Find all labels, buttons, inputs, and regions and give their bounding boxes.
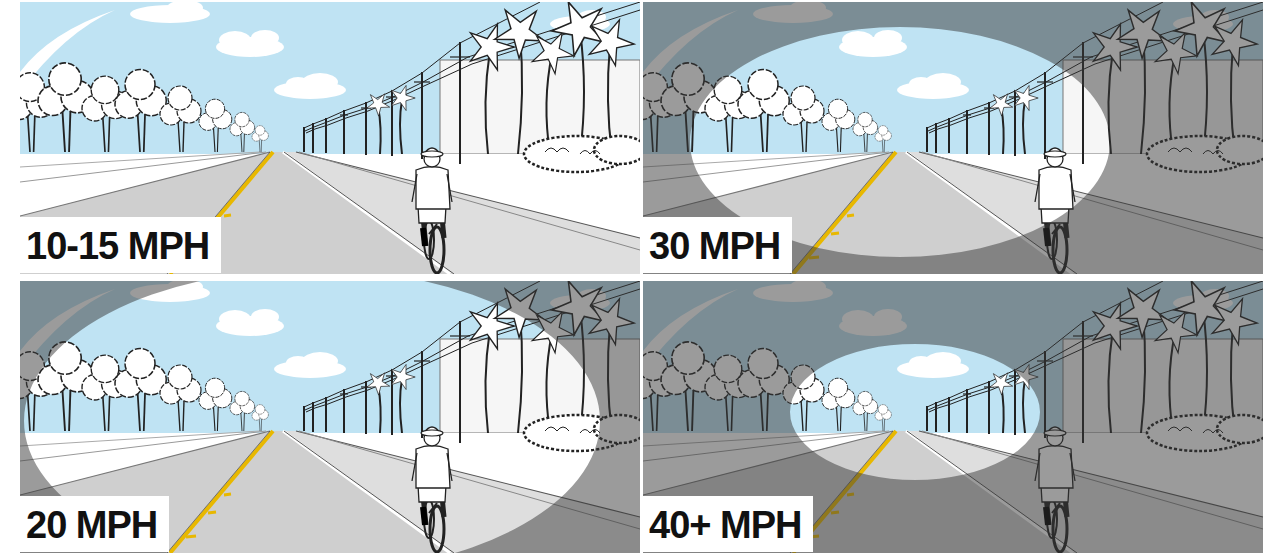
scene-panel xyxy=(20,281,640,553)
scene-panel xyxy=(643,281,1263,553)
vision-overlay xyxy=(643,2,1263,274)
speed-label: 30 MPH xyxy=(643,217,792,273)
scene-panel xyxy=(643,2,1263,274)
vision-overlay xyxy=(20,281,640,553)
speed-label: 20 MPH xyxy=(20,496,169,552)
speed-label: 10-15 MPH xyxy=(20,217,221,273)
vision-overlay xyxy=(643,281,1263,553)
scene-panel xyxy=(20,2,640,274)
speed-label: 40+ MPH xyxy=(643,496,813,552)
